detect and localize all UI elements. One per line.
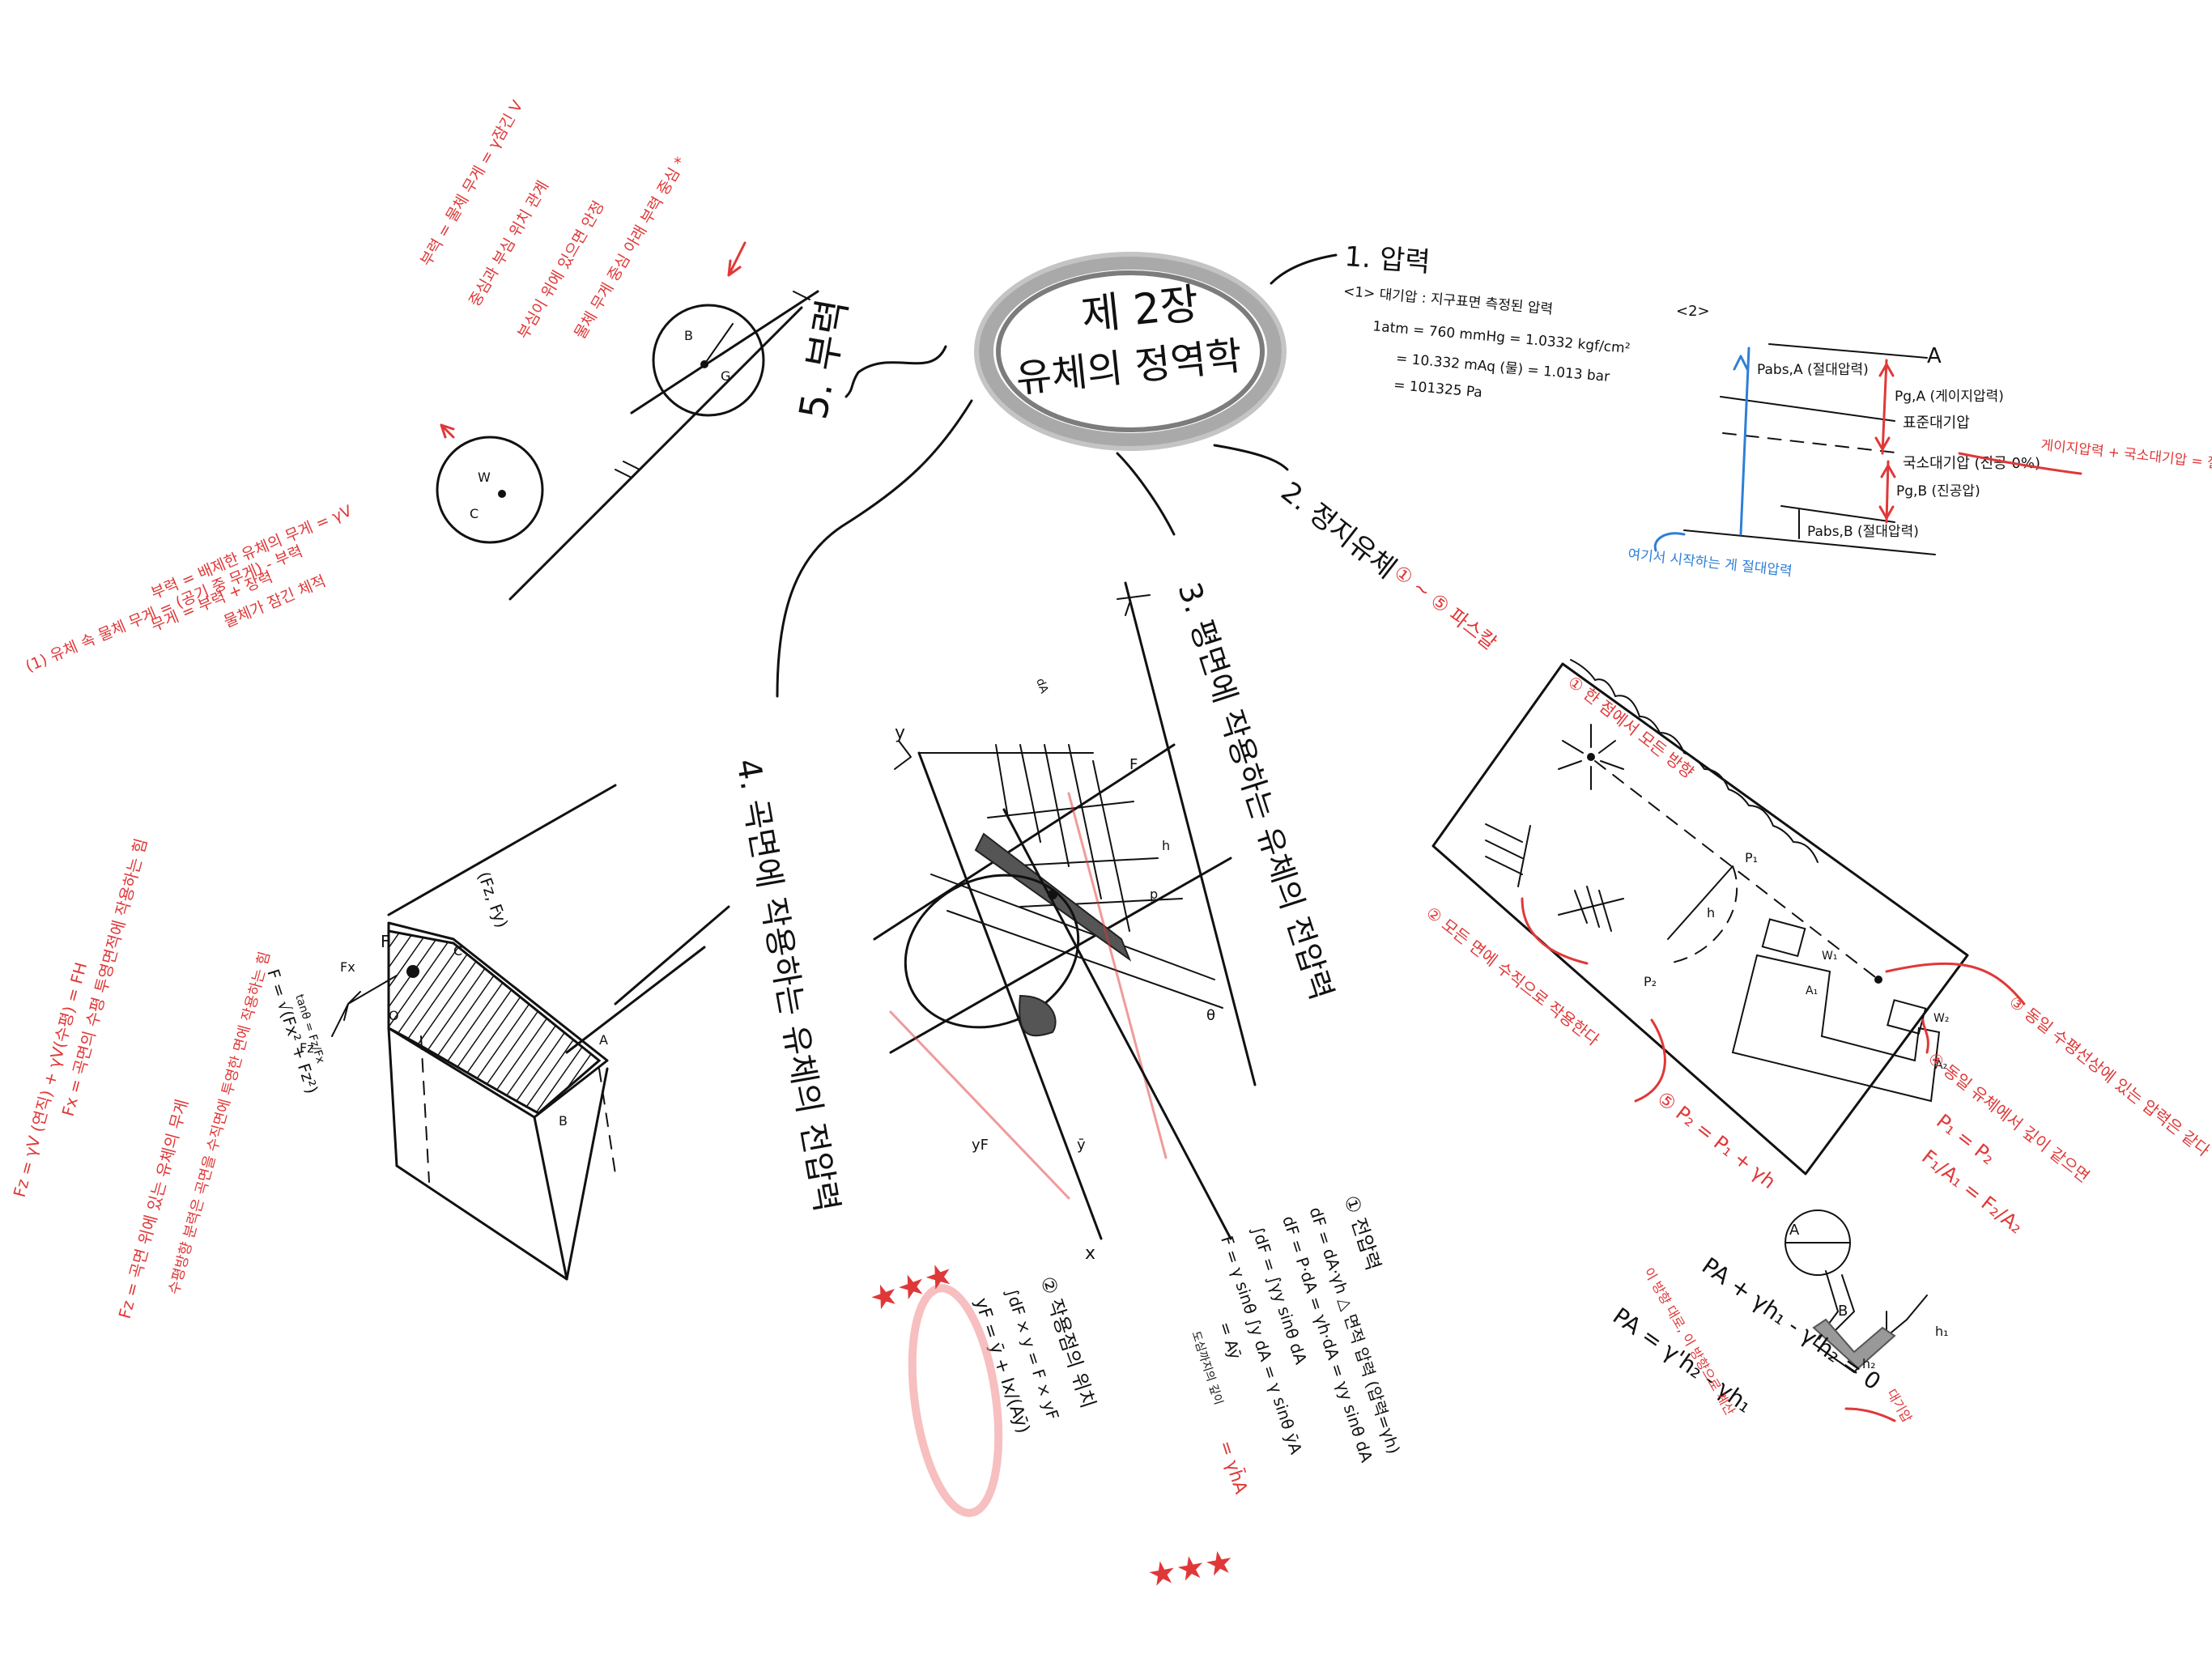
branch-line-3	[1116, 452, 1176, 536]
curved-red-notes: Fz = γV (연직) + γV(수평) = FH Fx = 곡면의 수평 투…	[10, 836, 274, 1320]
buoy-b: B	[684, 328, 693, 343]
plane-p-label: p	[1150, 886, 1158, 902]
manometer-a: A	[1789, 1222, 1800, 1239]
branch-line-1	[1270, 253, 1338, 285]
curved-dims: (Fz, Fy)	[474, 869, 512, 931]
curved-c-label: C	[453, 943, 462, 959]
atm-eq-3: = 101325 Pa	[1393, 377, 1482, 401]
f-over-a: F₁/A₁ = F₂/A₂	[1917, 1146, 2027, 1239]
pabs-b-label: Pabs,B (절대압력)	[1807, 524, 1919, 540]
p1-label: P₁	[1745, 850, 1758, 865]
point-a-label: A	[1927, 344, 1942, 368]
rule-2: ② 모든 면에 수직으로 작용한다	[1423, 903, 1603, 1050]
section-3-title: 3. 평면에 작용하는 유체의 전압력	[1171, 578, 1339, 1004]
section-5-title: 5. 부력	[791, 295, 857, 423]
section-1-title: 1. 압력	[1343, 240, 1431, 278]
title-line2: 유체의 정역학	[1014, 334, 1244, 402]
c1-note: 도심까지의 깊이	[1189, 1329, 1224, 1406]
atm-note-1: <1> 대기압 : 지구표면 측정된 압력	[1342, 283, 1553, 318]
plane-yf-label: yF	[972, 1137, 989, 1154]
buoyancy-red-notes: (1) 유체 속 물체 무게 = (공기 중 무게) - 부력 부력 = 배제한…	[23, 97, 747, 676]
section-2-title: 2. 정지유체	[1274, 476, 1402, 585]
c2-stars: ★★★	[865, 1254, 959, 1319]
plane-da-label: dA	[1033, 677, 1050, 695]
p2-label: P₂	[1644, 974, 1657, 989]
branch-line-2	[1213, 444, 1289, 471]
w2-label: W₂	[1933, 1012, 1949, 1025]
rule-5: ⑤ P₂ = P₁ + γh	[1653, 1087, 1780, 1193]
curved-a-label: A	[599, 1032, 608, 1048]
plane-force-eqs: ① 전압력 dF = dA·γh △ 면적 압력 (압력=γh) dF = P·…	[1189, 1192, 1403, 1496]
manometer-atm-note: 대기압	[1884, 1387, 1916, 1426]
plane-force-diagram: y x F h p θ dA ȳ yF	[873, 581, 1257, 1264]
local-atm-label: 국소대기압 (진공 0%)	[1903, 455, 2040, 472]
abs-blue-note: 여기서 시작하는 게 절대압력	[1627, 546, 1793, 580]
manometer-diagram: A B h₁ h₂ PA + γh₁ - γ'h₂ = 0 PA = γ'h₂ …	[1608, 1209, 1949, 1426]
manometer-b: B	[1838, 1303, 1848, 1320]
red-arrow-gauge	[1958, 452, 2082, 475]
branch-line-4	[776, 399, 973, 698]
curved-f-label: F	[381, 932, 390, 951]
manometer-h2: h₂	[1862, 1356, 1876, 1371]
h-label: h	[1707, 905, 1715, 920]
standard-atm-label: 표준대기압	[1903, 414, 1970, 432]
w1-label: W₁	[1822, 950, 1837, 963]
curved-force-diagram: F Fx Fz A B C O (Fz, Fy) F = √(Fx² + Fz²…	[263, 784, 730, 1281]
section-4-title: 4. 곡면에 작용하는 유체의 전압력	[729, 756, 845, 1215]
pg-b-label: Pg,B (진공압)	[1896, 483, 1980, 500]
a1-label: A₁	[1806, 984, 1818, 997]
a2-label: A₂	[1935, 1059, 1947, 1072]
plane-x-axis: x	[1085, 1244, 1095, 1264]
curved-o-label: O	[389, 1008, 399, 1023]
atm-notes: <1> 대기압 : 지구표면 측정된 압력 1atm = 760 mmHg = …	[1342, 283, 1631, 401]
rule-1: ① 한 점에서 모든 방향	[1564, 672, 1698, 782]
pascal-range: ① ~ ⑤ 파스칼	[1389, 561, 1500, 655]
title-oval	[974, 252, 1287, 451]
c1-line6: = γh̄A	[1214, 1438, 1252, 1496]
c1-title: ① 전압력	[1339, 1192, 1385, 1273]
pg-a-label: Pg,A (게이지압력)	[1895, 389, 2004, 405]
plane-ybar-label: ȳ	[1077, 1137, 1086, 1154]
static-fluid-diagram: h P₂ P₁ W₁ W₂ A₁ A₂ ① 한 점에서 모든 방향 ② 모든 면…	[1423, 659, 2212, 1239]
pabs-a-label: Pabs,A (절대압력)	[1757, 362, 1869, 378]
c1-stars: ★★★	[1145, 1543, 1237, 1595]
buoy-red-8: 물체 무게 중심 아래 부력 중심 *	[571, 154, 690, 342]
plane-f-label: F	[1129, 756, 1138, 773]
curved-fz-label: Fz	[300, 1040, 314, 1056]
buoy-c1: C	[470, 506, 479, 521]
curved-b-label: B	[559, 1113, 568, 1129]
pressure-diagram: <2> A 표준대기압 국소대기압 (진공 0%) Pabs,A (절대압력) …	[1627, 303, 2212, 580]
curved-fx-label: Fx	[340, 959, 355, 975]
gauge-red-note: 게이지압력 + 국소대기압 = 절대압력	[2040, 437, 2212, 476]
buoy-g: G	[721, 368, 730, 384]
c2-highlight	[908, 1284, 1003, 1517]
plane-h-label: h	[1162, 838, 1170, 853]
c1-line5: = Aȳ	[1215, 1319, 1245, 1362]
pressure-note-2: <2>	[1676, 303, 1710, 320]
branch-line-5	[844, 345, 947, 398]
title-line1: 제 2장	[1079, 280, 1202, 341]
buoy-w1: W	[478, 470, 491, 485]
plane-y-axis: y	[895, 723, 905, 743]
manometer-h1: h₁	[1935, 1324, 1949, 1339]
buoyancy-diagram: W C B G	[436, 290, 819, 601]
plane-theta-label: θ	[1206, 1007, 1215, 1024]
